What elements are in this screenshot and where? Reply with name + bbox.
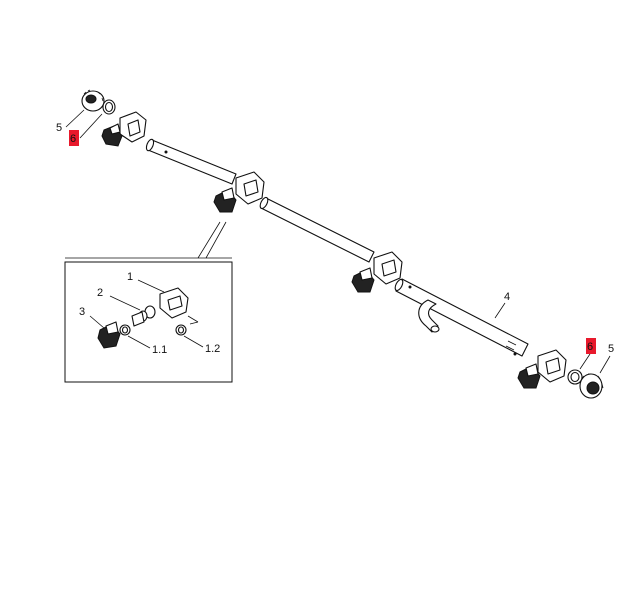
leader-2 — [109, 295, 141, 311]
leader-5-right — [599, 355, 611, 374]
nozzle-assembly-bottom-right — [517, 349, 567, 389]
leader-1-1 — [127, 335, 151, 349]
leader-5-left — [65, 109, 85, 128]
inset-nozzle-cap — [97, 321, 121, 349]
label-3: 3 — [79, 306, 85, 318]
elbow-pipe — [418, 299, 440, 333]
end-cap-right — [579, 373, 604, 399]
leader-1-2 — [183, 335, 204, 348]
nozzle-assembly-top-left — [101, 111, 147, 147]
o-ring-left — [102, 99, 116, 115]
inset-insert — [131, 305, 156, 327]
inset-nozzle-body — [159, 287, 199, 325]
label-6-right: 6 — [587, 341, 593, 353]
o-ring-right — [567, 369, 583, 385]
label-2: 2 — [97, 287, 103, 299]
inset-callout — [197, 221, 227, 259]
pipe-segment-1 — [145, 138, 237, 185]
leader-6-right — [579, 353, 591, 370]
nozzle-assembly-2 — [213, 171, 265, 213]
detail-inset-box — [64, 261, 233, 383]
label-1: 1 — [127, 271, 133, 283]
end-cap-left — [81, 89, 105, 112]
label-4: 4 — [504, 291, 510, 303]
leader-1 — [137, 279, 165, 293]
label-5-left: 5 — [56, 122, 62, 134]
leader-4 — [494, 302, 506, 319]
nozzle-assembly-3 — [351, 251, 403, 293]
pipe-segment-2 — [259, 196, 375, 263]
inset-o-ring-1-2 — [175, 324, 187, 336]
leader-6-left — [79, 113, 103, 139]
inset-o-ring-1-1 — [119, 324, 131, 336]
label-1-2: 1.2 — [205, 343, 220, 355]
label-6-left: 6 — [70, 133, 76, 145]
leader-3 — [89, 315, 105, 329]
highlight-6-left — [69, 130, 79, 146]
pipe-segment-3 — [394, 278, 529, 357]
label-1-1: 1.1 — [152, 344, 167, 356]
highlight-6-right — [586, 338, 596, 354]
label-5-right: 5 — [608, 343, 614, 355]
